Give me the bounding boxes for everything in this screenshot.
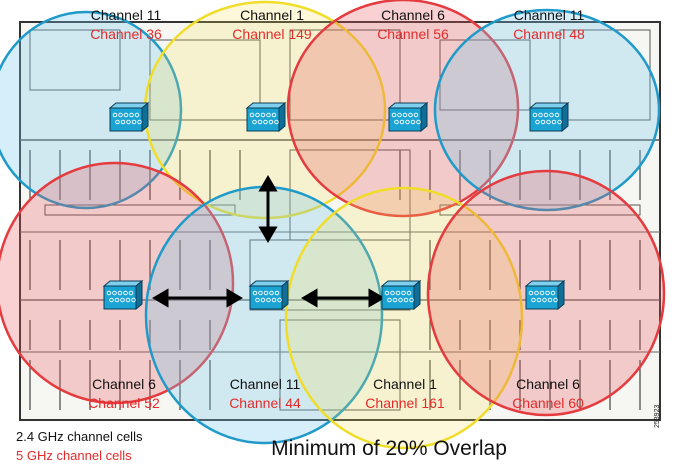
arrowhead	[258, 175, 278, 192]
access-point-icon	[108, 101, 150, 133]
channel-24ghz-label: Channel 11	[514, 7, 585, 23]
channel-24ghz-label: Channel 6	[381, 7, 445, 23]
channel-24ghz-label: Channel 6	[516, 376, 580, 392]
spacing-arrows	[152, 175, 385, 308]
arrowhead	[152, 288, 169, 308]
channel-24ghz-label: Channel 6	[92, 376, 156, 392]
arrowhead	[301, 288, 318, 308]
channel-5ghz-label: Channel 48	[513, 26, 585, 42]
floor-plan	[19, 21, 661, 421]
access-point-icon	[102, 279, 144, 311]
legend-5ghz: 5 GHz channel cells	[16, 448, 132, 463]
arrowhead	[258, 226, 278, 243]
channel-cell	[0, 10, 183, 210]
channel-24ghz-label: Channel 11	[91, 7, 162, 23]
access-point-icon	[380, 279, 422, 311]
arrowhead	[368, 288, 385, 308]
access-point-icon	[248, 279, 290, 311]
channel-5ghz-label: Channel 161	[365, 395, 445, 411]
access-point-icon	[528, 101, 570, 133]
access-point-icon	[245, 101, 287, 133]
channel-5ghz-label: Channel 60	[512, 395, 584, 411]
channel-labels: Channel 11 Channel 36 Channel 1 Channel 149…	[88, 7, 585, 411]
channel-5ghz-label: Channel 149	[232, 26, 312, 42]
channel-cells	[0, 0, 666, 450]
figure-id: 253923	[654, 405, 661, 428]
arrowhead	[226, 288, 243, 308]
channel-5ghz-label: Channel 44	[229, 395, 301, 411]
access-points	[102, 101, 570, 311]
channel-24ghz-label: Channel 1	[240, 7, 304, 23]
channel-cell	[284, 186, 524, 450]
access-point-icon	[524, 279, 566, 311]
channel-5ghz-label: Channel 56	[377, 26, 449, 42]
access-point-icon	[387, 101, 429, 133]
overlap-caption: Minimum of 20% Overlap	[271, 437, 507, 460]
channel-24ghz-label: Channel 1	[373, 376, 437, 392]
channel-24ghz-label: Channel 11	[230, 376, 301, 392]
legend-24ghz: 2.4 GHz channel cells	[16, 429, 143, 444]
channel-5ghz-label: Channel 36	[90, 26, 162, 42]
channel-5ghz-label: Channel 52	[88, 395, 160, 411]
